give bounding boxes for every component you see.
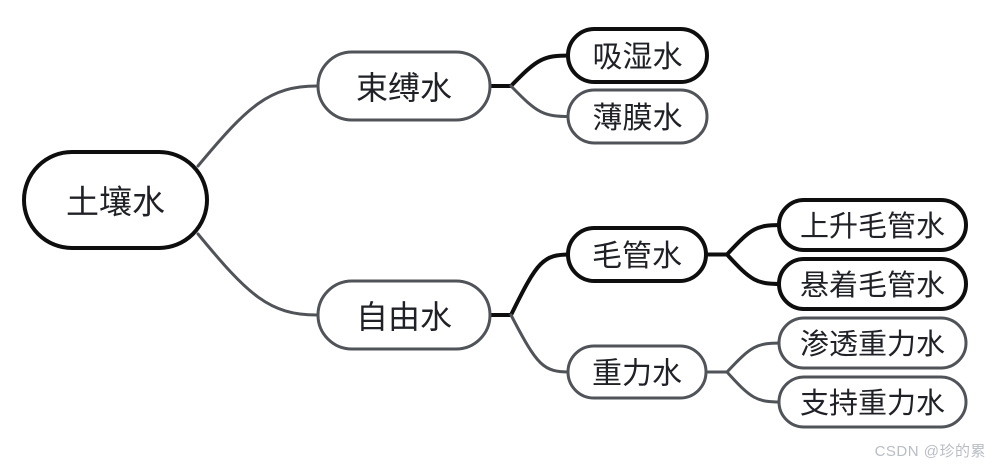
node-label-free-water: 自由水	[356, 299, 452, 335]
node-shape-hygroscopic-water[interactable]	[566, 27, 709, 84]
node-shape-gravity-water[interactable]	[566, 344, 708, 400]
node-shape-free-water[interactable]	[316, 279, 492, 351]
node-film-water[interactable]: 薄膜水	[566, 88, 709, 145]
edge-bound-water-hygroscopic-water	[509, 53, 572, 88]
node-shape-rising-capillary-water[interactable]	[777, 198, 968, 252]
node-label-film-water: 薄膜水	[593, 102, 683, 135]
edge-capillary-water-suspended-capillary-water	[725, 252, 783, 286]
edge-capillary-water-rising-capillary-water	[725, 223, 783, 257]
edge-free-water-gravity-water	[509, 313, 572, 374]
node-shape-capillary-water[interactable]	[566, 226, 708, 283]
node-label-gravity-water: 重力水	[592, 358, 682, 391]
node-capillary-water[interactable]: 毛管水	[566, 226, 708, 283]
node-soil-water[interactable]: 土壤水	[22, 150, 209, 250]
node-hygroscopic-water[interactable]: 吸湿水	[566, 27, 709, 84]
node-label-soil-water: 土壤水	[66, 184, 165, 221]
node-label-hygroscopic-water: 吸湿水	[593, 41, 683, 74]
edge-free-water-capillary-water	[509, 252, 572, 317]
node-label-rising-capillary-water: 上升毛管水	[800, 210, 945, 243]
node-shape-infiltration-gravity-water[interactable]	[777, 316, 968, 370]
node-label-infiltration-gravity-water: 渗透重力水	[800, 328, 945, 361]
node-shape-soil-water[interactable]	[22, 150, 209, 250]
node-label-bound-water: 束缚水	[356, 70, 452, 106]
edge-soil-water-bound-water	[196, 84, 319, 168]
node-label-capillary-water: 毛管水	[592, 240, 682, 273]
node-label-suspended-capillary-water: 悬着毛管水	[800, 269, 945, 302]
node-supporting-gravity-water[interactable]: 支持重力水	[777, 375, 968, 429]
node-infiltration-gravity-water[interactable]: 渗透重力水	[777, 316, 968, 370]
edge-bound-water-film-water	[509, 84, 572, 118]
edge-gravity-water-supporting-gravity-water	[725, 370, 783, 404]
node-shape-supporting-gravity-water[interactable]	[777, 375, 968, 429]
node-shape-film-water[interactable]	[566, 88, 709, 145]
node-rising-capillary-water[interactable]: 上升毛管水	[777, 198, 968, 252]
node-bound-water[interactable]: 束缚水	[316, 50, 492, 122]
node-shape-suspended-capillary-water[interactable]	[777, 257, 968, 311]
node-label-supporting-gravity-water: 支持重力水	[800, 387, 945, 420]
node-gravity-water[interactable]: 重力水	[566, 344, 708, 400]
csdn-watermark: CSDN @珍的累	[874, 443, 986, 460]
edge-layer	[196, 53, 783, 404]
node-suspended-capillary-water[interactable]: 悬着毛管水	[777, 257, 968, 311]
edge-gravity-water-infiltration-gravity-water	[725, 341, 783, 374]
node-shape-bound-water[interactable]	[316, 50, 492, 122]
edge-soil-water-free-water	[196, 232, 319, 317]
node-free-water[interactable]: 自由水	[316, 279, 492, 351]
